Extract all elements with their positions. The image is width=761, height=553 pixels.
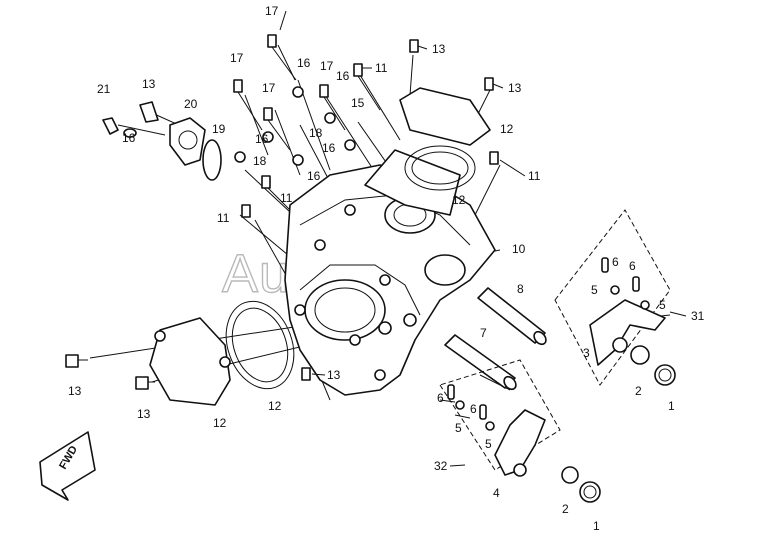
callout-20: 20 [184, 97, 198, 111]
bolts [65, 34, 499, 390]
callout-14: 13 [137, 407, 151, 421]
callout-16: 16 [255, 132, 269, 146]
callout-16: 16 [297, 56, 311, 70]
callout-32: 32 [434, 459, 448, 473]
callout-1: 1 [668, 399, 675, 413]
callout-31: 31 [691, 309, 705, 323]
callout-6: 6 [437, 391, 444, 405]
upper-cover [399, 87, 491, 191]
callout-4: 4 [493, 486, 500, 500]
callout-5: 5 [485, 437, 492, 451]
thermostat-group [102, 101, 222, 181]
callout-2: 2 [635, 384, 642, 398]
callout-10: 10 [512, 242, 526, 256]
callout-16: 16 [322, 141, 336, 155]
callout-2: 2 [562, 502, 569, 516]
callout-11: 11 [217, 211, 230, 225]
callout-17: 17 [320, 59, 334, 73]
callout-14: 13 [142, 77, 156, 91]
callout-18: 18 [309, 126, 323, 140]
callout-11: 11 [375, 61, 388, 75]
callout-15: 15 [351, 96, 365, 110]
callout-14: 13 [432, 42, 446, 56]
fwd-arrow-icon: FWD [39, 431, 96, 501]
callout-14: 13 [508, 81, 522, 95]
callout-17: 17 [265, 4, 279, 18]
callout-6: 6 [612, 255, 619, 269]
callout-1: 1 [593, 519, 600, 533]
callout-5: 5 [455, 421, 462, 435]
callout-3: 3 [583, 346, 590, 360]
callout-14: 13 [68, 384, 82, 398]
callout-11: 11 [280, 191, 293, 205]
lower-cover [149, 300, 295, 406]
callout-5: 5 [659, 298, 666, 312]
callout-18: 18 [253, 154, 267, 168]
rocker-assembly-32 [439, 359, 601, 503]
callout-ticks [78, 10, 687, 467]
callout-8: 8 [517, 282, 524, 296]
callout-numbers: 17 17 17 17 16 16 16 16 16 16 11 11 11 1… [68, 4, 705, 533]
callout-5: 5 [591, 283, 598, 297]
callout-13: 12 [213, 416, 227, 430]
callout-14: 13 [327, 368, 341, 382]
callout-21: 21 [97, 82, 111, 96]
callout-11: 11 [528, 169, 541, 183]
callout-6: 6 [629, 259, 636, 273]
callout-12: 12 [268, 399, 282, 413]
callout-7: 7 [480, 326, 487, 340]
rocker-assembly-31 [554, 209, 676, 386]
cylinder-head [284, 149, 496, 396]
callout-17: 17 [262, 81, 276, 95]
shafts [444, 287, 547, 391]
callout-16: 16 [336, 69, 350, 83]
callout-19: 19 [212, 122, 226, 136]
callout-13: 12 [500, 122, 514, 136]
callout-17: 17 [230, 51, 244, 65]
callout-16: 16 [122, 131, 136, 145]
callout-12: 12 [452, 193, 466, 207]
callout-16: 16 [307, 169, 321, 183]
callout-6: 6 [470, 402, 477, 416]
